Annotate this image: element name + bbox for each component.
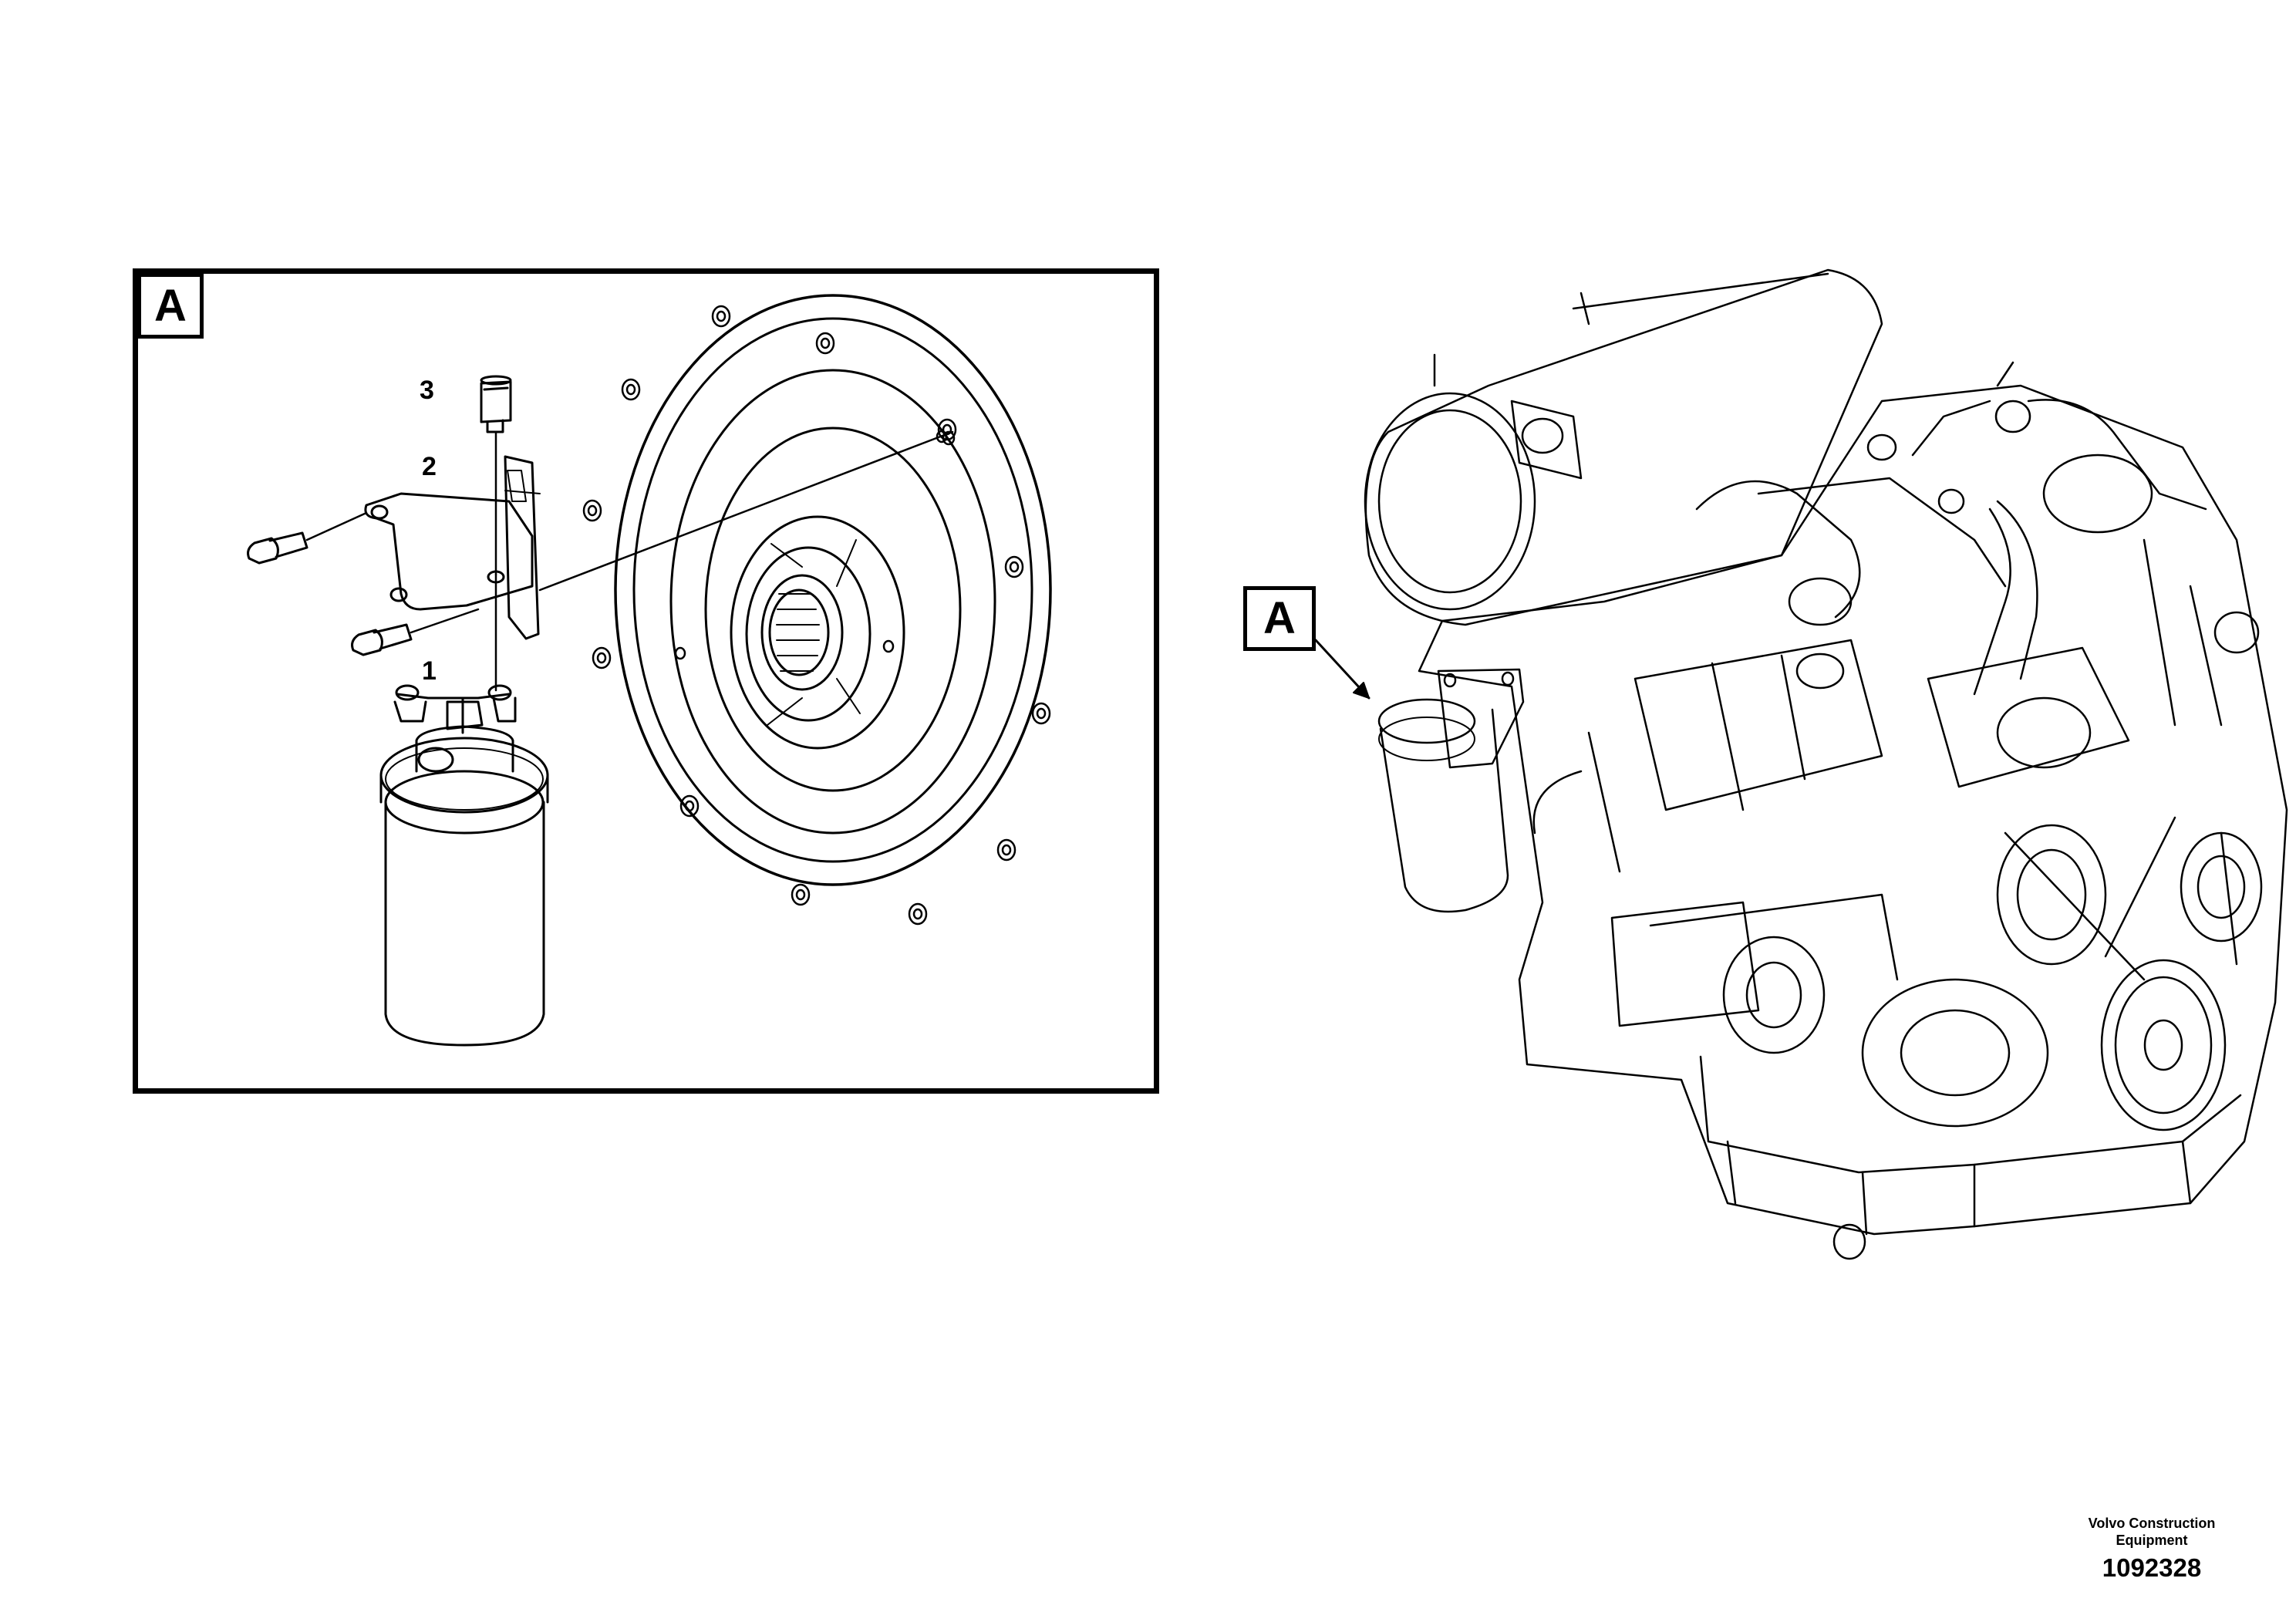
brand-line-2: Equipment	[2116, 1533, 2188, 1548]
brand-line-1: Volvo Construction	[2088, 1516, 2216, 1531]
engine-view-leader-arrow	[1353, 682, 1370, 699]
detail-view-label: A	[137, 273, 204, 339]
screw-left-upper-drawing	[247, 511, 368, 565]
callout-1: 1	[422, 656, 437, 686]
screw-left-lower-drawing	[351, 608, 480, 656]
drawing-number: 1092328	[2102, 1553, 2202, 1582]
detail-view-frame	[133, 268, 1159, 1094]
engine-view-label: A	[1243, 586, 1316, 651]
callout-2: 2	[422, 452, 437, 481]
flywheel-housing-drawing	[582, 294, 1052, 926]
fuel-filter-drawing	[379, 684, 549, 1047]
screw-3-drawing	[480, 375, 512, 576]
detail-leader-line	[538, 430, 954, 592]
engine-assembly-drawing	[1364, 268, 2288, 1260]
callout-3: 3	[420, 376, 434, 405]
brand-text: Volvo Construction Equipment	[2052, 1515, 2252, 1549]
